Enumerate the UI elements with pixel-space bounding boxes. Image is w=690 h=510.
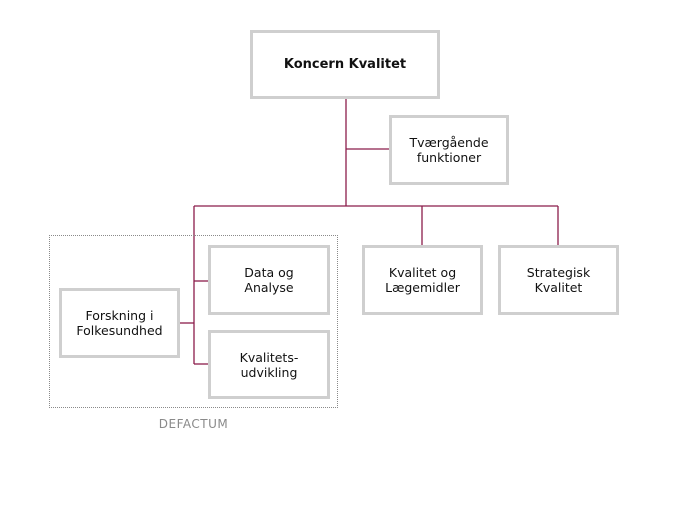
node-kvalitetsudvikling: Kvalitets- udvikling: [208, 330, 330, 399]
node-koncern-kvalitet: Koncern Kvalitet: [250, 30, 440, 99]
node-kvalitet-og-laegemidler-label: Kvalitet og Lægemidler: [385, 265, 460, 295]
node-strategisk-kvalitet: Strategisk Kvalitet: [498, 245, 619, 315]
node-forskning-i-folkesundhed-label: Forskning i Folkesundhed: [76, 308, 163, 338]
node-kvalitet-og-laegemidler: Kvalitet og Lægemidler: [362, 245, 483, 315]
node-koncern-kvalitet-label: Koncern Kvalitet: [283, 57, 407, 72]
node-kvalitetsudvikling-label: Kvalitets- udvikling: [239, 349, 299, 380]
node-strategisk-kvalitet-label: Strategisk Kvalitet: [526, 265, 591, 295]
node-forskning-i-folkesundhed: Forskning i Folkesundhed: [59, 288, 180, 358]
defactum-group-label: DEFACTUM: [158, 417, 229, 431]
node-data-og-analyse-label: Data og Analyse: [244, 265, 294, 295]
node-tvaergaaende-funktioner: Tværgående funktioner: [389, 115, 509, 185]
node-tvaergaaende-funktioner-label: Tværgående funktioner: [409, 135, 489, 165]
defactum-group-border: [49, 235, 338, 408]
node-data-og-analyse: Data og Analyse: [208, 245, 330, 315]
